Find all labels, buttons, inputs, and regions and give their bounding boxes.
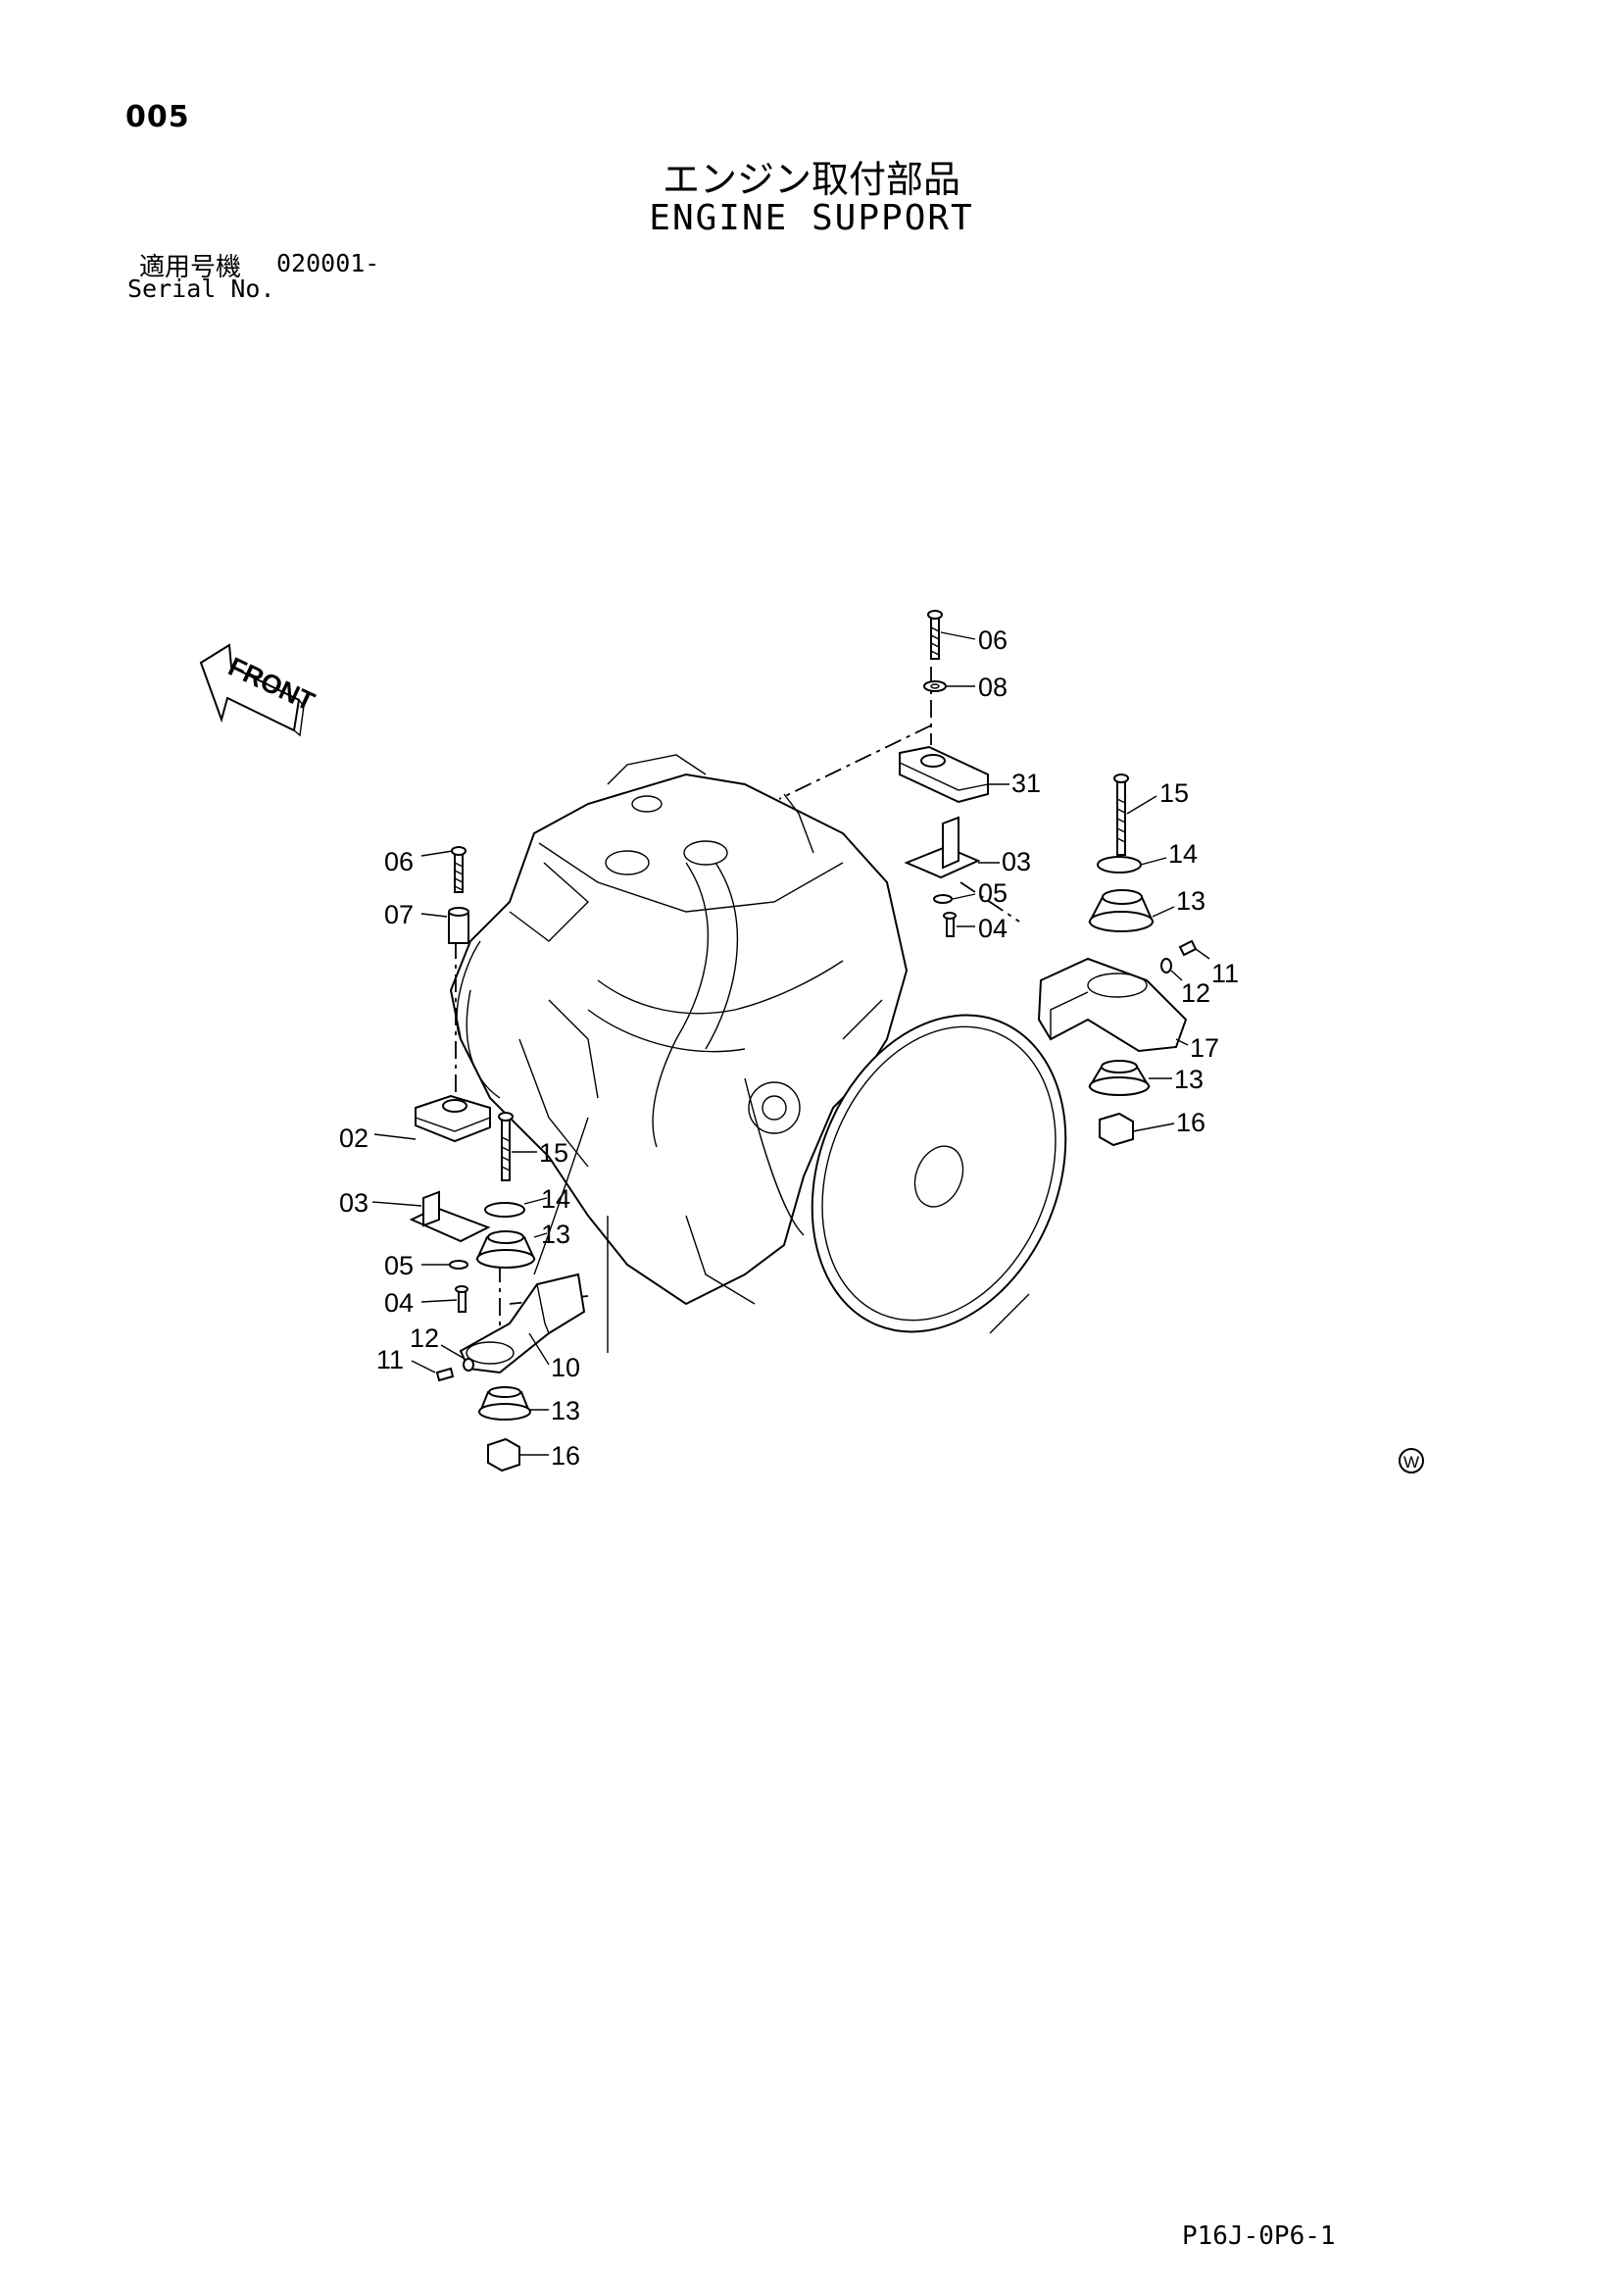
page-title-japanese: エンジン取付部品 xyxy=(662,158,960,201)
callout-13: 13 xyxy=(551,1396,580,1425)
callout-05: 05 xyxy=(384,1251,414,1280)
callout-05: 05 xyxy=(978,878,1008,908)
callout-15: 15 xyxy=(539,1138,568,1168)
serial-number-value: 020001- xyxy=(276,249,380,277)
front-label: FRONT xyxy=(223,652,319,718)
callout-16: 16 xyxy=(1176,1108,1205,1137)
callout-04: 04 xyxy=(384,1288,414,1318)
callout-07: 07 xyxy=(384,900,414,929)
callout-03: 03 xyxy=(339,1188,369,1218)
callout-labels: 06 08 31 15 14 03 05 13 04 11 12 17 13 1… xyxy=(339,625,1239,1471)
callout-11: 11 xyxy=(376,1345,404,1374)
serial-label-english: Serial No. xyxy=(127,275,275,303)
circled-w-mark-letter: W xyxy=(1403,1453,1419,1472)
callout-13: 13 xyxy=(1176,886,1205,916)
callout-31: 31 xyxy=(1011,769,1041,798)
callout-06: 06 xyxy=(978,625,1008,655)
callout-15: 15 xyxy=(1159,778,1189,808)
callout-leader-lines xyxy=(371,631,1210,1456)
page-title-english: ENGINE SUPPORT xyxy=(649,198,974,238)
left-mount-parts xyxy=(409,846,586,1472)
callout-12: 12 xyxy=(410,1323,439,1353)
callout-14: 14 xyxy=(1168,839,1198,869)
front-arrow-icon: FRONT xyxy=(199,643,320,737)
flywheel-housing-drawing xyxy=(811,999,1067,1334)
callout-16: 16 xyxy=(551,1441,580,1471)
callout-17: 17 xyxy=(1190,1033,1219,1063)
engine-block-drawing xyxy=(449,754,909,1353)
callout-10: 10 xyxy=(551,1353,580,1382)
callout-14: 14 xyxy=(541,1184,570,1214)
callout-03: 03 xyxy=(1002,847,1031,876)
callout-04: 04 xyxy=(978,914,1008,943)
serial-label-japanese: 適用号機 xyxy=(139,253,242,282)
callout-06: 06 xyxy=(384,847,414,876)
callout-08: 08 xyxy=(978,673,1008,702)
callout-12: 12 xyxy=(1181,978,1210,1008)
callout-02: 02 xyxy=(339,1123,369,1153)
callout-13: 13 xyxy=(1174,1065,1204,1094)
callout-11: 11 xyxy=(1211,959,1239,988)
page-number: 005 xyxy=(125,100,190,134)
document-code: P16J-0P6-1 xyxy=(1182,2221,1336,2251)
right-mount-parts xyxy=(899,610,1198,1147)
callout-13: 13 xyxy=(541,1220,570,1249)
circled-w-mark-icon: W xyxy=(1399,1448,1424,1473)
